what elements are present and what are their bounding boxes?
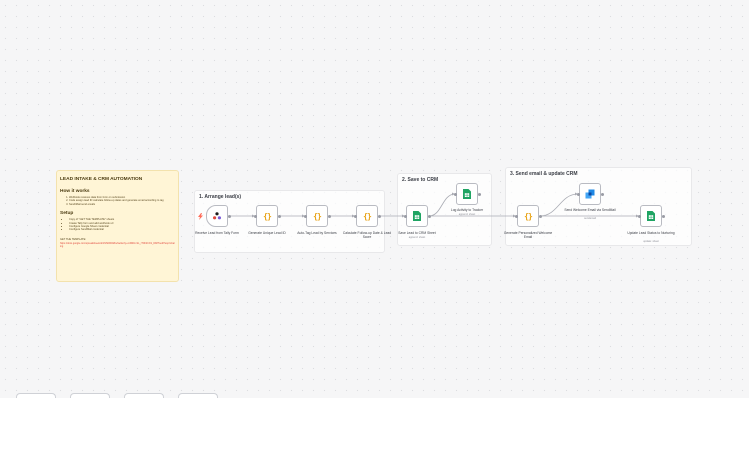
how-it-works-heading: How it works [60,189,90,194]
node-label: Save Lead to CRM Sheet [398,231,436,235]
node-update-lead-status[interactable] [640,205,662,227]
input-handle[interactable] [637,214,641,218]
output-handle[interactable] [377,214,381,218]
node-label: Generate Personalized Welcome Email [503,231,553,239]
node-subtitle: append: sheet [408,236,426,239]
node-label: Generate Unique Lead ID [248,231,286,235]
bottom-panel [0,398,749,450]
google-sheets-icon [413,211,421,221]
output-handle[interactable] [227,214,231,218]
input-handle[interactable] [353,214,357,218]
workflow-canvas[interactable]: LEAD INTAKE & CRM AUTOMATION How it work… [0,0,749,398]
how-item: Code assign lead ID calculate follow-up … [69,199,175,202]
toolbar-button-4[interactable] [178,393,218,398]
output-handle[interactable] [600,192,604,196]
code-braces-icon: {} [313,211,322,221]
node-generate-lead-id[interactable]: {} [256,205,278,227]
code-braces-icon: {} [263,211,272,221]
setup-item: Create Tally form and add webhook url [69,222,175,225]
node-label: Update Lead Status to Nurturing [627,231,675,235]
how-item: Webhook receives data from form on submi… [69,196,175,199]
node-receive-lead-tally[interactable] [206,205,228,227]
setup-item: Configure Google Sheet credential [69,225,175,228]
input-handle[interactable] [303,214,307,218]
output-handle[interactable] [661,214,665,218]
node-send-welcome-email[interactable] [579,183,601,205]
input-handle[interactable] [514,214,518,218]
sendmail-icon [585,189,595,199]
output-handle[interactable] [327,214,331,218]
input-handle[interactable] [253,214,257,218]
node-generate-email[interactable]: {} [517,205,539,227]
node-log-activity[interactable] [456,183,478,205]
setup-heading: Setup [60,211,74,217]
node-label: Send Welcome Email via SendMail [564,208,616,212]
node-subtitle: sendemail [584,217,596,220]
connections-layer [229,192,639,218]
input-handle[interactable] [453,192,457,196]
group-title: 2. Save to CRM [402,177,439,183]
node-label: Receive Lead from Tally Form [195,231,239,235]
setup-item: Copy of "GET THE TEMPLATE" sheets [69,218,175,221]
node-calculate-followup[interactable]: {} [356,205,378,227]
how-it-works-list: Webhook receives data from form on submi… [60,196,175,206]
output-handle[interactable] [427,214,431,218]
node-subtitle: update: sheet [643,240,659,243]
output-handle[interactable] [277,214,281,218]
template-link[interactable]: https://docs.google.com/spreadsheets/d/1… [60,241,175,249]
node-label: Log Activity to Tracker [450,208,484,212]
toolbar-button-3[interactable] [124,393,164,398]
google-sheets-icon [463,189,471,199]
trigger-bolt-icon [198,213,203,220]
node-auto-tag[interactable]: {} [306,205,328,227]
connection [539,193,579,217]
input-handle[interactable] [576,192,580,196]
code-braces-icon: {} [363,211,372,221]
group-title: 1. Arrange lead(s) [199,194,242,200]
toolbar-button-1[interactable] [16,393,56,398]
toolbar-button-2[interactable] [70,393,110,398]
node-label: Calculate Follow-up Date & Lead Score [342,231,392,239]
template-label: GET THE TEMPLATE: [60,237,87,241]
node-save-lead-crm[interactable] [406,205,428,227]
google-sheets-icon [647,211,655,221]
output-handle[interactable] [477,192,481,196]
tally-icon [213,212,221,220]
sticky-note-overview[interactable]: LEAD INTAKE & CRM AUTOMATION How it work… [56,170,179,282]
output-handle[interactable] [538,214,542,218]
group-title: 3. Send email & update CRM [510,171,578,177]
sticky-title: LEAD INTAKE & CRM AUTOMATION [60,177,143,182]
node-label: Auto-Tag Lead by Services [297,231,337,235]
node-subtitle: append: sheet [458,213,476,216]
input-handle[interactable] [403,214,407,218]
code-braces-icon: {} [524,211,533,221]
how-item: Send/Mail send emails [69,203,175,206]
setup-item: Configure SendMail credential [69,228,175,231]
setup-list: Copy of "GET THE TEMPLATE" sheets Create… [60,218,175,232]
